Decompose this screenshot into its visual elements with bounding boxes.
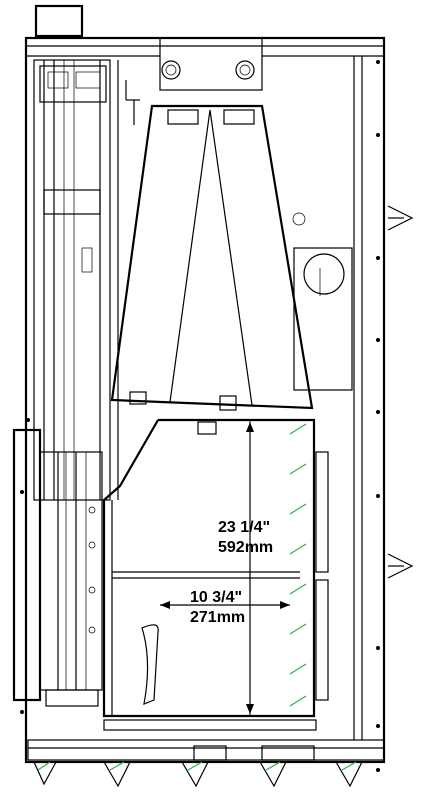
- side-brackets: [387, 205, 414, 579]
- flue-collar: [34, 4, 84, 38]
- depth-label-imperial: 10 3/4": [190, 589, 242, 606]
- height-label-imperial: 23 1/4": [218, 519, 270, 536]
- depth-label-metric: 271mm: [190, 609, 245, 626]
- rear-wall-hatch: [289, 423, 307, 707]
- fastener-dots: [20, 60, 380, 772]
- right-plates: [315, 451, 329, 701]
- side-panel: [292, 212, 353, 391]
- door-lift-mechanism: [33, 59, 140, 501]
- height-dimension: 23 1/4" 592mm: [218, 420, 273, 716]
- base: [27, 719, 385, 761]
- height-label-metric: 592mm: [218, 539, 273, 556]
- firebox: [102, 418, 316, 718]
- outer-casing: [24, 36, 386, 764]
- feet: [33, 761, 363, 788]
- top-connectors: [161, 60, 255, 80]
- door-frame: [12, 428, 103, 707]
- hood: [110, 104, 314, 435]
- depth-dimension: 10 3/4" 271mm: [160, 589, 290, 626]
